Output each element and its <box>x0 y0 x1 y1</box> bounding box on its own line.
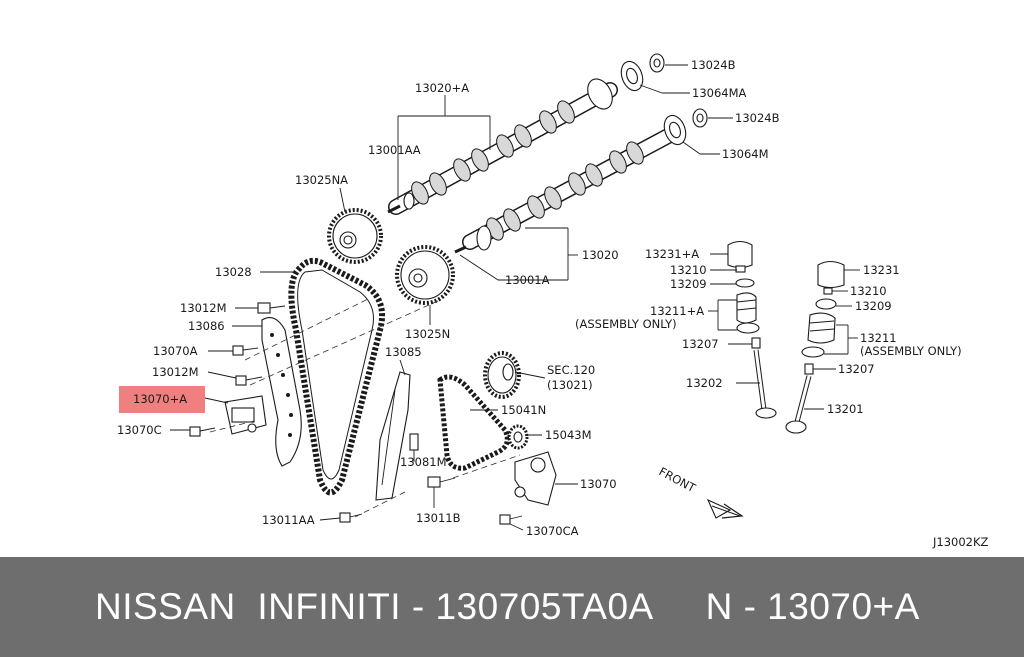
leader-lines <box>170 64 860 531</box>
camshaft-exhaust <box>388 78 618 215</box>
oil-chain-tensioner <box>514 451 557 506</box>
valve-assembly-right <box>785 260 845 434</box>
part-labels: 13024B 13064MA 13024B 13064M 13020+A 130… <box>117 58 989 549</box>
callout-c34: 13202 <box>686 376 723 390</box>
callout-c18: 13070C <box>117 423 162 437</box>
callout-c29: 13210 <box>670 263 707 277</box>
callout-c31: 13211+A <box>650 304 704 318</box>
callout-c38: 13211 <box>860 331 897 345</box>
parts-diagram: 13024B 13064MA 13024B 13064M 13020+A 130… <box>117 53 989 549</box>
callout-c23: 13081M <box>400 455 447 469</box>
vvt-sprocket-upper <box>327 208 383 264</box>
oil-pump-sprocket <box>507 424 529 450</box>
callout-c6: 13001AA <box>368 143 421 157</box>
callout-c17: 13070+A <box>133 392 187 406</box>
oil-pump-chain <box>437 374 510 471</box>
timing-chain <box>288 257 386 496</box>
callout-c14: 13070A <box>153 344 198 358</box>
callout-c8: 13020 <box>582 248 619 262</box>
front-direction-arrow <box>706 498 744 519</box>
cam-sprocket-intake-end <box>663 108 708 146</box>
callout-c10: 13028 <box>215 265 252 279</box>
callout-c21: 15041N <box>501 403 546 417</box>
bolts <box>189 302 523 525</box>
callout-c30: 13209 <box>670 277 707 291</box>
callout-c22: 15043M <box>545 428 592 442</box>
callout-c32: (ASSEMBLY ONLY) <box>575 317 677 331</box>
callout-c13: 13086 <box>188 319 225 333</box>
crank-sprocket <box>483 351 521 399</box>
highlight-box <box>119 386 205 413</box>
callout-c4: 13064M <box>722 147 769 161</box>
callout-c26: 13011B <box>416 511 461 525</box>
camshaft-intake <box>462 127 678 251</box>
callout-c12: 13012M <box>180 301 227 315</box>
callout-c5: 13020+A <box>415 81 469 95</box>
callout-c36: 13210 <box>850 284 887 298</box>
valve-assembly-left <box>727 240 777 419</box>
callout-c16: 13085 <box>385 345 422 359</box>
callout-c1: 13024B <box>691 58 736 72</box>
callout-c40: 13207 <box>838 362 875 376</box>
footer-bar: NISSAN INFINITI - 130705TA0A N - 13070+A <box>0 557 1024 657</box>
front-label: FRONT <box>657 464 699 495</box>
chain-guide-left <box>261 317 302 467</box>
callout-c33: 13207 <box>682 337 719 351</box>
callout-c19: SEC.120 <box>547 363 595 377</box>
callout-c27: 13070CA <box>526 524 579 538</box>
chain-guide-right <box>375 371 411 501</box>
diagram-code: J13002KZ <box>932 535 989 549</box>
chain-tensioner <box>224 395 267 435</box>
callout-c28: 13231+A <box>645 247 699 261</box>
callout-c15: 13012M <box>152 365 199 379</box>
callout-c7: 13025NA <box>295 173 348 187</box>
callout-c11: 13025N <box>405 327 450 341</box>
callout-c2: 13064MA <box>692 86 747 100</box>
callout-c20: (13021) <box>547 378 593 392</box>
part-number-title: NISSAN INFINITI - 130705TA0A N - 13070+A <box>95 586 920 627</box>
callout-c9: 13001A <box>505 273 550 287</box>
vvt-sprocket-lower <box>395 245 455 305</box>
callout-c41: 13201 <box>827 402 864 416</box>
callout-c24: 13070 <box>580 477 617 491</box>
callout-c39: (ASSEMBLY ONLY) <box>860 344 962 358</box>
callout-c37: 13209 <box>855 299 892 313</box>
callout-c3: 13024B <box>735 111 780 125</box>
cam-sprocket-exhaust-end <box>620 53 665 92</box>
callout-c25: 13011AA <box>262 513 315 527</box>
callout-c35: 13231 <box>863 263 900 277</box>
